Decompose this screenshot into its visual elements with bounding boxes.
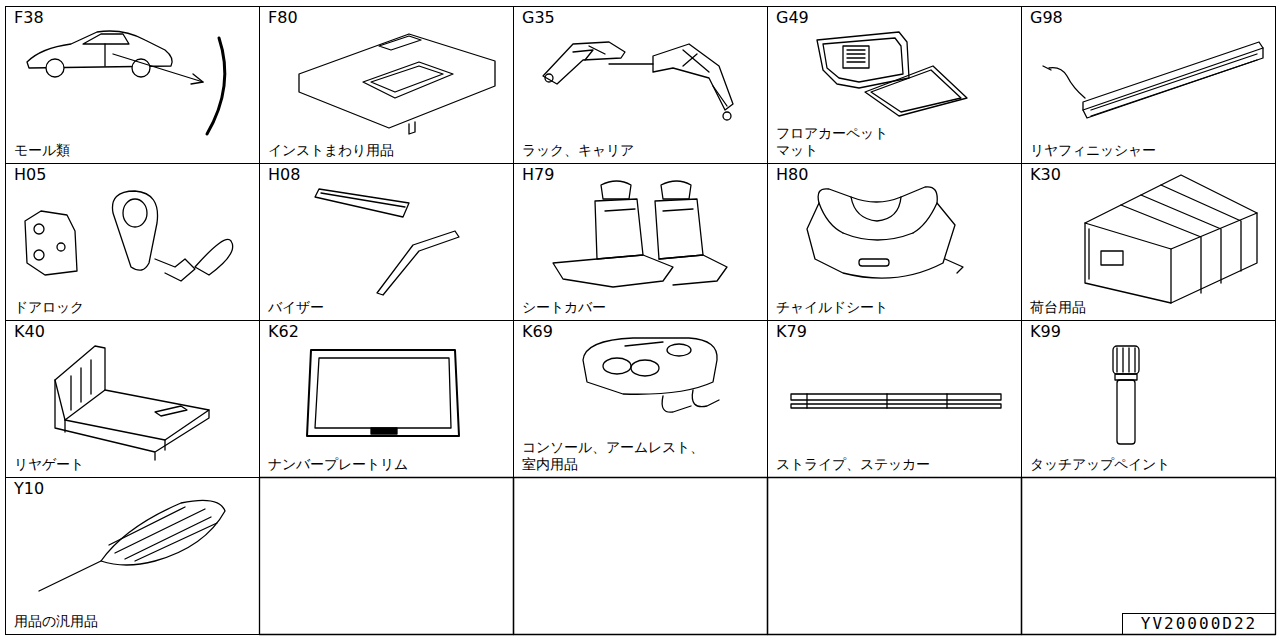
touch-up-paint-figure	[1113, 346, 1139, 444]
empty-cell	[1022, 478, 1276, 635]
part-code: F38	[14, 9, 253, 27]
part-code: G49	[776, 9, 1015, 27]
visor-figure	[315, 189, 459, 295]
part-cell: H80 チャイルドシート	[767, 163, 1022, 321]
part-cell: K40 リヤゲート	[5, 320, 260, 478]
part-cell: K30 荷台用品	[1021, 163, 1276, 321]
part-code: F80	[268, 9, 507, 27]
part-cell: G35 ラック、キャリア	[513, 6, 768, 164]
part-code: K69	[522, 323, 761, 341]
part-code: G98	[1030, 9, 1269, 27]
part-code: K40	[14, 323, 253, 341]
drawing-number-box: YV20000D22	[1122, 613, 1276, 635]
part-cell: H05 ドアロック	[5, 163, 260, 321]
part-code: K79	[776, 323, 1015, 341]
part-name: モール類	[14, 142, 70, 159]
part-name: シートカバー	[522, 299, 606, 316]
part-cell: K79 ストライプ、ステッカー	[767, 320, 1022, 478]
rack-figure	[543, 42, 733, 120]
rear-finisher-figure	[1043, 42, 1263, 118]
seat-cover-figure	[553, 181, 727, 287]
part-code: K62	[268, 323, 507, 341]
part-cell: H79 シートカバー	[513, 163, 768, 321]
part-name: インストまわり用品	[268, 142, 394, 159]
console-figure	[583, 338, 719, 412]
part-cell: K69 コンソール、アームレスト、 室内用品	[513, 320, 768, 478]
empty-cell	[768, 478, 1022, 635]
stripe-figure	[791, 394, 1001, 408]
part-code: K99	[1030, 323, 1269, 341]
part-cell: Y10 用品の汎用品	[5, 477, 260, 635]
part-code: H05	[14, 166, 253, 184]
rear-gate-figure	[55, 346, 209, 460]
empty-cell	[514, 478, 768, 635]
part-code: H80	[776, 166, 1015, 184]
part-cell: G49 フロアカーペット マット	[767, 6, 1022, 164]
part-name: コンソール、アームレスト、 室内用品	[522, 439, 717, 473]
part-name: 荷台用品	[1030, 299, 1086, 316]
part-cell: K99 タッチアップペイント	[1021, 320, 1276, 478]
part-name: ドアロック	[14, 299, 84, 316]
empty-cell	[260, 478, 514, 635]
part-name: タッチアップペイント	[1030, 456, 1170, 473]
part-cell: K62 ナンバープレートリム	[259, 320, 514, 478]
part-cell: F80 インストまわり用品	[259, 6, 514, 164]
part-name: ナンバープレートリム	[268, 456, 408, 473]
part-name: ストライプ、ステッカー	[776, 456, 930, 473]
number-plate-trim-figure	[307, 350, 459, 436]
part-name: リヤフィニッシャー	[1030, 142, 1156, 159]
part-code: G35	[522, 9, 761, 27]
child-seat-figure	[807, 187, 963, 278]
drawing-number: YV20000D22	[1127, 615, 1271, 633]
part-name: フロアカーペット マット	[776, 125, 901, 159]
bed-cover-figure	[1085, 175, 1257, 303]
part-cell: F38 モール類	[5, 6, 260, 164]
part-name: 用品の汎用品	[14, 613, 98, 630]
door-lock-figure	[25, 191, 233, 281]
part-code: K30	[1030, 166, 1269, 184]
part-cell: H08 バイザー	[259, 163, 514, 321]
part-code: H79	[522, 166, 761, 184]
duster-figure	[39, 500, 225, 591]
instrument-panel-figure	[299, 34, 495, 134]
part-code: Y10	[14, 480, 253, 498]
moulding-figure	[27, 31, 225, 134]
part-name: ラック、キャリア	[522, 142, 634, 159]
floor-mat-figure	[817, 32, 967, 116]
part-cell: G98 リヤフィニッシャー	[1021, 6, 1276, 164]
part-code: H08	[268, 166, 507, 184]
part-name: チャイルドシート	[776, 299, 888, 316]
part-name: リヤゲート	[14, 456, 84, 473]
part-name: バイザー	[268, 299, 324, 316]
